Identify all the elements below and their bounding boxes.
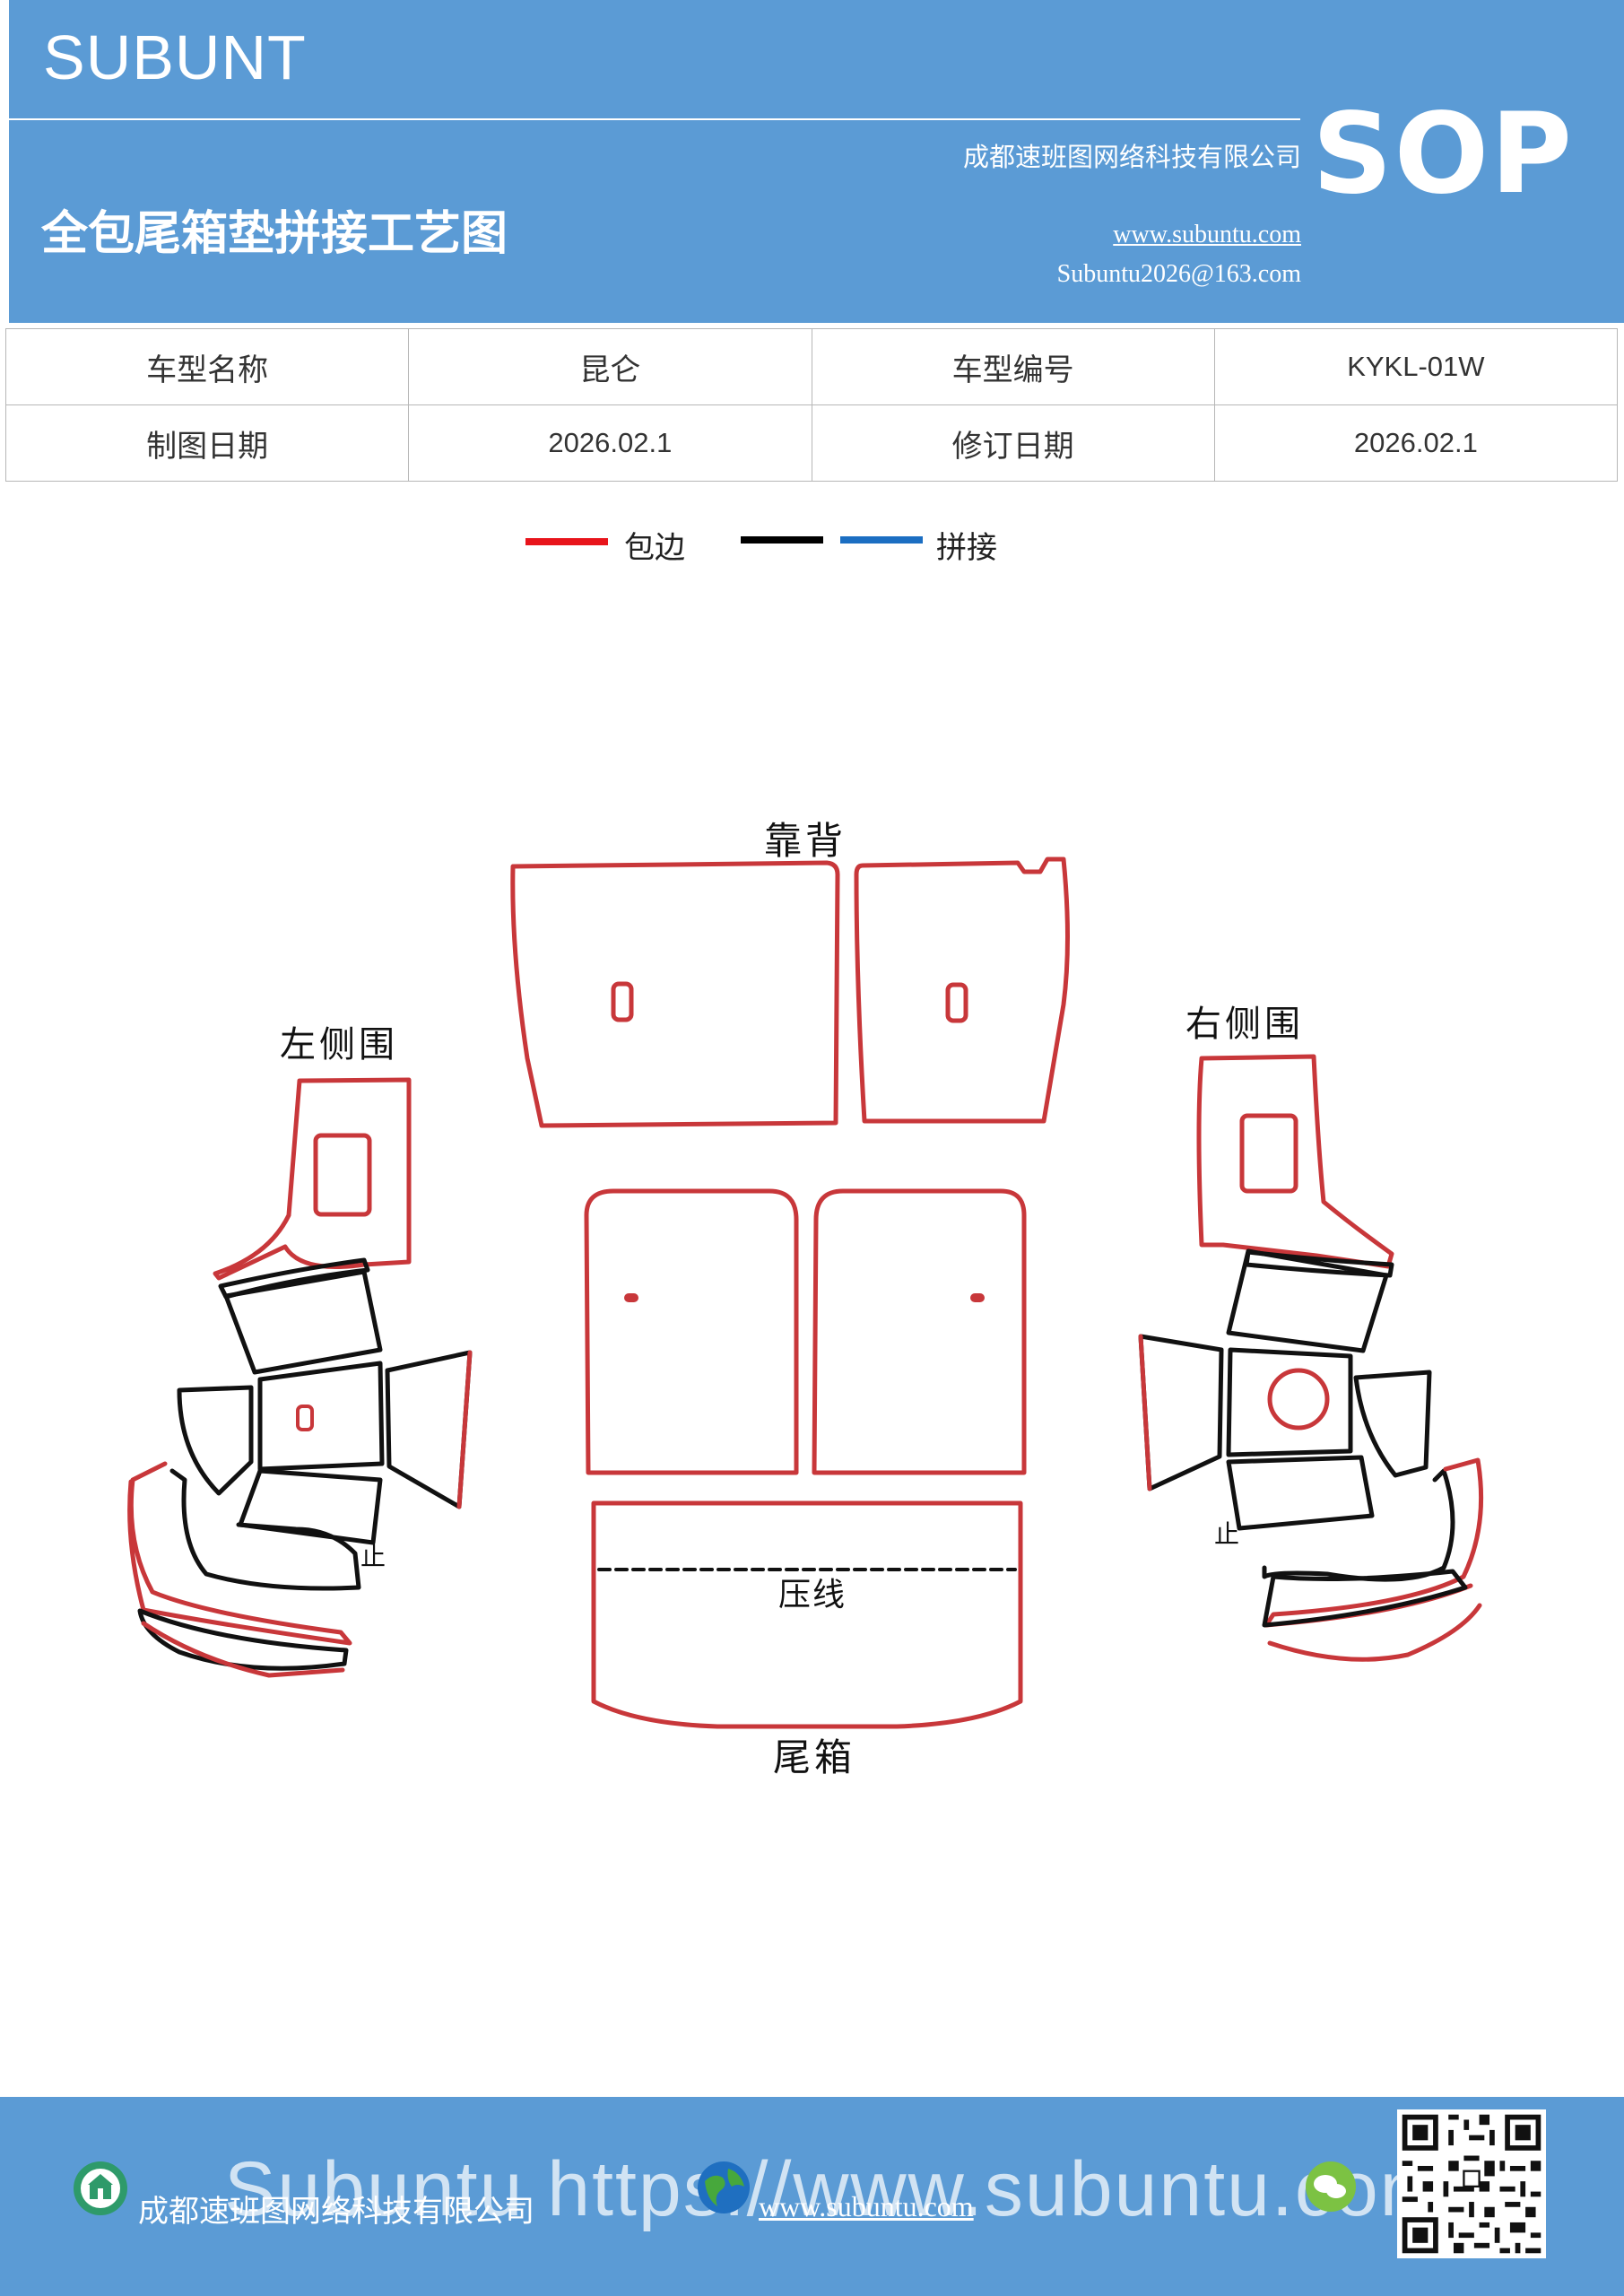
table-row: 制图日期 2026.02.1 修订日期 2026.02.1 [4, 404, 1619, 482]
floor-right-mark [970, 1293, 985, 1302]
backrest-label: 靠背 [764, 819, 847, 863]
trunk-panel [591, 1500, 1023, 1729]
right-side-bottom-strip [1262, 1569, 1468, 1628]
right-side-strip [1244, 1249, 1394, 1278]
floor-left-panel [584, 1188, 799, 1475]
legend: 包边 拼接 [525, 530, 997, 566]
left-side-quad-a [223, 1269, 383, 1375]
footer-website-link[interactable]: www.subuntu.com [759, 2190, 974, 2222]
right-stop-mark: 止 [1214, 1519, 1239, 1549]
revise-date-label: 修订日期 [811, 404, 1215, 482]
draw-date-label: 制图日期 [4, 404, 410, 482]
left-side-label: 左侧围 [280, 1024, 398, 1065]
right-side-bottom-edge [1267, 1603, 1482, 1662]
right-side-curve-e [1262, 1468, 1455, 1582]
qr-code[interactable] [1397, 2109, 1546, 2258]
company-name: 成都速班图网络科技有限公司 [962, 142, 1301, 172]
model-name-value: 昆仑 [408, 328, 812, 405]
left-side-upper-panel [213, 1077, 412, 1281]
pattern-diagram: 靠背 左侧围 右侧围 压线 尾箱 止 止 [127, 819, 1484, 1779]
sop-label: SOP [1312, 90, 1574, 219]
footer-banner: Subuntu https://www.subuntu.com 成都速班图网络科… [0, 2097, 1624, 2296]
press-line-label: 压线 [778, 1577, 847, 1613]
revise-date-value: 2026.02.1 [1213, 404, 1619, 482]
left-side-quad-c [177, 1385, 254, 1496]
left-side-window [313, 1133, 372, 1217]
wechat-icon [1306, 2161, 1356, 2212]
home-icon [74, 2161, 127, 2215]
backrest-left-slot [611, 981, 634, 1022]
right-side-quad-c [1353, 1370, 1432, 1478]
model-name-label: 车型名称 [4, 328, 410, 405]
trunk-label: 尾箱 [773, 1735, 855, 1779]
left-side-quad-d [385, 1350, 473, 1509]
header-banner: SUBUNT 成都速班图网络科技有限公司 全包尾箱垫拼接工艺图 www.subu… [9, 0, 1624, 323]
globe-icon [698, 2161, 750, 2213]
right-side-quad-d [1226, 1455, 1375, 1531]
right-side-window [1239, 1113, 1298, 1194]
backrest-right-slot [945, 982, 968, 1023]
right-side-center-quad [1226, 1347, 1353, 1457]
email-address[interactable]: Subuntu2026@163.com [1056, 260, 1301, 288]
left-side-bottom-edge [141, 1621, 345, 1678]
left-side-center-slot [296, 1405, 314, 1431]
right-side-ring [1267, 1368, 1330, 1431]
right-side-label: 右侧围 [1185, 1004, 1304, 1045]
right-side-quad-b [1138, 1334, 1224, 1492]
document-title: 全包尾箱垫拼接工艺图 [41, 206, 508, 261]
website-link[interactable]: www.subuntu.com [1113, 221, 1301, 248]
left-side-quad-b [257, 1361, 385, 1472]
left-stop-mark: 止 [360, 1542, 386, 1571]
table-row: 车型名称 昆仑 车型编号 KYKL-01W [4, 328, 1619, 405]
floor-left-mark [624, 1293, 638, 1302]
footer-watermark: Subuntu https://www.subuntu.com [224, 2146, 1446, 2232]
right-side-upper-panel [1196, 1054, 1394, 1269]
model-code-value: KYKL-01W [1213, 328, 1619, 405]
backrest-right-panel [854, 857, 1070, 1124]
left-side-quad-e [238, 1468, 383, 1545]
left-side-edge-d [456, 1350, 473, 1509]
floor-right-panel [812, 1188, 1027, 1475]
legend-seam-label: 拼接 [936, 530, 997, 566]
backrest-left-panel [510, 860, 840, 1128]
legend-edge-label: 包边 [624, 530, 685, 566]
draw-date-value: 2026.02.1 [408, 404, 812, 482]
model-code-label: 车型编号 [811, 328, 1215, 405]
right-side-quad-a [1226, 1248, 1389, 1353]
info-table: 车型名称 昆仑 车型编号 KYKL-01W 制图日期 2026.02.1 修订日… [4, 328, 1619, 482]
brand-name: SUBUNT [43, 22, 307, 92]
footer-company: 成都速班图网络科技有限公司 [138, 2194, 534, 2230]
left-side-bottom-strip [137, 1608, 349, 1671]
left-side-curve-f [169, 1468, 361, 1591]
left-side-outer-edge [127, 1461, 352, 1646]
header-divider [9, 118, 1300, 120]
right-side-edge-b [1138, 1334, 1152, 1492]
